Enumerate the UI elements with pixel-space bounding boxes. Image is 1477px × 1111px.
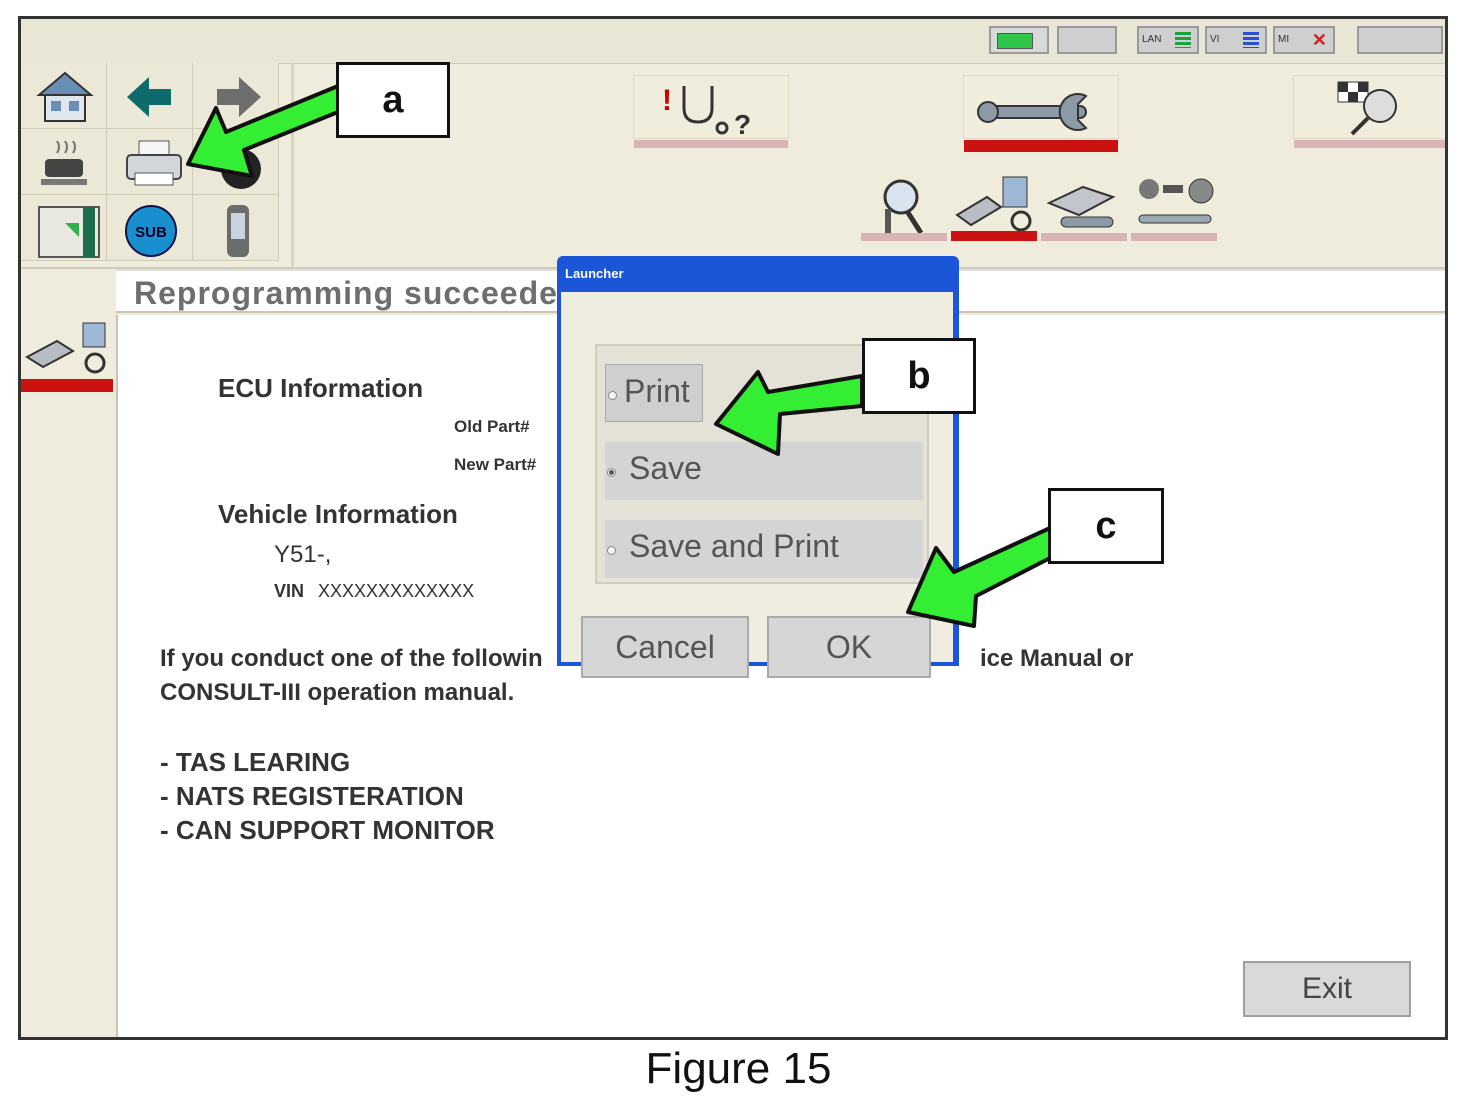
ecu-tool-icon (1046, 185, 1116, 228)
tab-diagnosis[interactable]: ! ? (633, 75, 789, 148)
side-column (21, 269, 116, 1037)
magnifier-icon (883, 179, 924, 235)
radio-print-dot[interactable] (608, 391, 617, 400)
disconnected-x-icon: ✕ (1311, 30, 1327, 50)
subtab-reprogram[interactable] (951, 171, 1037, 241)
handset-icon (227, 205, 249, 257)
ok-button[interactable]: OK (767, 616, 931, 678)
lan-label: LAN (1142, 34, 1162, 45)
list-item: - TAS LEARING (160, 747, 351, 777)
figure-caption: Figure 15 (645, 1044, 832, 1093)
radio-save[interactable]: Save (605, 442, 923, 500)
status-bar: LAN VI MI ✕ (21, 19, 1445, 64)
forward-button[interactable] (193, 63, 279, 129)
side-active-indicator (21, 379, 113, 392)
radio-save-and-print-label: Save and Print (629, 528, 839, 564)
back-arrow-icon (127, 77, 171, 117)
forward-arrow-icon (217, 77, 261, 117)
list-item: - NATS REGISTERATION (160, 781, 464, 811)
toolbar-divider (291, 63, 294, 268)
tab-reprogramming-underline (964, 140, 1118, 152)
home-button[interactable] (21, 63, 107, 129)
battery-icon (989, 26, 1049, 54)
diagnosis-stethoscope-icon: ! ? (662, 84, 751, 140)
handset-button[interactable] (193, 195, 279, 261)
callout-c: c (1048, 488, 1164, 564)
cancel-button[interactable]: Cancel (581, 616, 749, 678)
radio-save-dot[interactable] (607, 468, 616, 477)
wrench-icon (977, 93, 1088, 131)
radio-print-label: Print (624, 373, 690, 409)
settings-corner-icon (38, 206, 100, 258)
vi-label: VI (1210, 34, 1220, 45)
vehicle-info-heading: Vehicle Information (218, 499, 458, 529)
subtab-parts[interactable] (1131, 171, 1217, 241)
callout-b: b (862, 338, 976, 414)
arrow-b-icon (714, 370, 864, 456)
old-part-label: Old Part# (454, 417, 530, 436)
new-part-label: New Part# (454, 455, 537, 474)
list-item: - CAN SUPPORT MONITOR (160, 815, 495, 845)
svg-text:?: ? (734, 109, 751, 140)
heater-button[interactable] (21, 129, 107, 195)
subtab-ecu-underline (1041, 233, 1127, 241)
blank-status-icon (1057, 26, 1117, 54)
notice-text-right: ice Manual or (980, 645, 1134, 672)
sub-icon: SUB (125, 205, 177, 257)
vin-label: VIN (274, 581, 305, 601)
ecu-info-heading: ECU Information (218, 373, 424, 403)
dialog-title: Launcher (565, 266, 624, 281)
home-icon (36, 71, 94, 122)
settings-button[interactable] (21, 195, 107, 261)
notice-text-left: If you conduct one of the followin (160, 645, 543, 672)
vin-value: XXXXXXXXXXXXX (318, 581, 475, 601)
printer-icon (126, 140, 182, 186)
heater-icon (41, 140, 87, 185)
tab-diagnosis-underline (634, 140, 788, 148)
radio-save-and-print[interactable]: Save and Print (605, 520, 923, 578)
exit-button[interactable]: Exit (1243, 961, 1411, 1017)
radio-save-and-print-dot[interactable] (607, 546, 616, 555)
svg-text:SUB: SUB (135, 224, 167, 241)
mi-label: MI (1278, 34, 1290, 45)
callout-a: a (336, 62, 450, 138)
lan-status-icon: LAN (1137, 26, 1199, 54)
vi-status-icon: VI (1205, 26, 1267, 54)
subtab-search[interactable] (861, 171, 947, 241)
arrow-a-icon (186, 84, 340, 178)
arrow-c-icon (906, 526, 1052, 628)
tab-support-underline (1294, 140, 1445, 148)
subtab-parts-underline (1131, 233, 1217, 241)
subtab-reprogram-underline (951, 231, 1037, 241)
subtab-search-underline (861, 233, 947, 241)
vehicle-model: Y51-, (274, 541, 332, 568)
mi-status-icon: MI ✕ (1273, 26, 1335, 54)
parts-tools-icon (1138, 178, 1214, 224)
tab-reprogramming[interactable] (963, 75, 1119, 152)
notice-text-line2: CONSULT-III operation manual. (160, 679, 515, 706)
tab-support[interactable] (1293, 75, 1445, 148)
page-title: Reprogramming succeeded (134, 275, 579, 311)
subtab-ecu[interactable] (1041, 171, 1127, 241)
back-button[interactable] (107, 63, 193, 129)
sub-button[interactable]: SUB (107, 195, 193, 261)
radio-print[interactable]: Print (605, 364, 703, 422)
checkered-flag-icon (1337, 81, 1397, 136)
reprogramming-side-icon (25, 322, 106, 374)
blank-status-icon-2 (1357, 26, 1443, 54)
radio-save-label: Save (629, 450, 702, 486)
svg-text:!: ! (662, 84, 672, 117)
reprogramming-icon (955, 176, 1032, 232)
